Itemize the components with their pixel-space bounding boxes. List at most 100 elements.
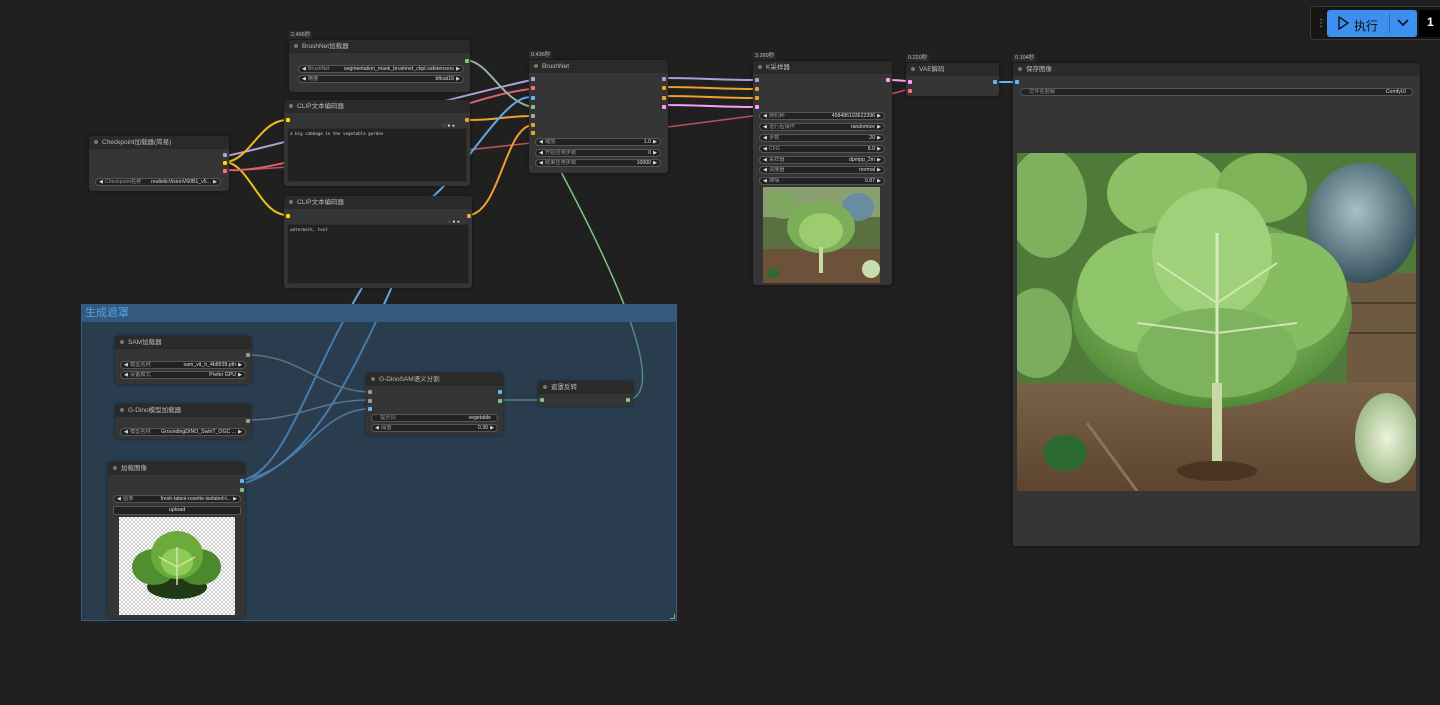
arrow-left-icon[interactable]: ◀ (539, 139, 543, 145)
invert-mask-node[interactable]: 遮罩反转 (538, 381, 633, 406)
vae-decode-node[interactable]: VAE解码 (906, 63, 999, 96)
arrow-left-icon[interactable]: ◀ (375, 425, 379, 431)
input-slot[interactable] (531, 105, 535, 109)
node-title[interactable]: G-DinoSAM语义分割 (366, 373, 503, 386)
arrow-left-icon[interactable]: ◀ (124, 429, 128, 435)
collapse-dot-icon[interactable] (758, 65, 762, 69)
output-slot[interactable] (246, 419, 250, 423)
node-title[interactable]: 保存图像 (1013, 63, 1420, 76)
queue-count[interactable]: 1 (1427, 15, 1434, 29)
clip-text-encode-positive-node[interactable]: CLIP文本编码器 ◌ ● ◂ a big cabbage in the veg… (284, 100, 470, 186)
arrow-left-icon[interactable]: ◀ (302, 66, 306, 72)
node-title[interactable]: VAE解码 (906, 63, 999, 76)
arrow-left-icon[interactable]: ◀ (763, 113, 767, 119)
input-slot[interactable] (531, 77, 535, 81)
arrow-left-icon[interactable]: ◀ (124, 372, 128, 378)
group-resize-handle[interactable] (670, 614, 675, 619)
arrow-right-icon[interactable]: ▶ (877, 124, 881, 130)
arrow-left-icon[interactable]: ◀ (117, 496, 121, 502)
arrow-right-icon[interactable]: ▶ (653, 150, 657, 156)
output-slot[interactable] (886, 78, 890, 82)
input-slot[interactable] (755, 78, 759, 82)
output-slot[interactable] (223, 161, 227, 165)
input-slot[interactable] (908, 89, 912, 93)
output-slot[interactable] (240, 488, 244, 492)
node-title[interactable]: 加载图像 (108, 462, 245, 475)
collapse-dot-icon[interactable] (371, 377, 375, 381)
output-slot[interactable] (467, 214, 471, 218)
arrow-right-icon[interactable]: ▶ (653, 160, 657, 166)
arrow-left-icon[interactable]: ◀ (763, 135, 767, 141)
output-slot[interactable] (662, 86, 666, 90)
arrow-right-icon[interactable]: ▶ (490, 425, 494, 431)
collapse-dot-icon[interactable] (911, 67, 915, 71)
input-slot[interactable] (755, 96, 759, 100)
clip-text-encode-negative-node[interactable]: CLIP文本编码器 ◌ ● ◂ watermark, text (284, 196, 472, 288)
chevron-down-icon[interactable] (1396, 17, 1410, 29)
arrow-right-icon[interactable]: ▶ (877, 135, 881, 141)
group-title[interactable]: 生成遮罩 (82, 305, 676, 322)
node-title[interactable]: Checkpoint加载器(简易) (89, 136, 229, 149)
output-slot[interactable] (626, 398, 630, 402)
arrow-right-icon[interactable]: ▶ (238, 372, 242, 378)
collapse-dot-icon[interactable] (543, 385, 547, 389)
arrow-left-icon[interactable]: ◀ (763, 178, 767, 184)
output-slot[interactable] (465, 59, 469, 63)
input-slot[interactable] (368, 407, 372, 411)
text-widget-icons[interactable]: ◌ ● ◂ (448, 219, 460, 225)
output-slot[interactable] (662, 96, 666, 100)
input-slot[interactable] (755, 87, 759, 91)
arrow-left-icon[interactable]: ◀ (539, 160, 543, 166)
collapse-dot-icon[interactable] (534, 64, 538, 68)
output-slot[interactable] (246, 353, 250, 357)
node-title[interactable]: CLIP文本编码器 (284, 196, 472, 209)
input-slot[interactable] (368, 399, 372, 403)
arrow-right-icon[interactable]: ▶ (238, 429, 242, 435)
node-title[interactable]: BrushNet加载器 (289, 40, 470, 53)
prompt-textarea[interactable]: a big cabbage in the vegetable garden (287, 128, 467, 182)
collapse-dot-icon[interactable] (289, 200, 293, 204)
output-slot[interactable] (240, 479, 244, 483)
output-slot[interactable] (993, 80, 997, 84)
grip-dots-icon[interactable]: ⋮ (1316, 18, 1326, 29)
collapse-dot-icon[interactable] (113, 466, 117, 470)
node-title[interactable]: K采样器 (753, 61, 892, 74)
arrow-right-icon[interactable]: ▶ (456, 76, 460, 82)
collapse-dot-icon[interactable] (120, 340, 124, 344)
input-slot[interactable] (286, 214, 290, 218)
input-slot[interactable] (368, 390, 372, 394)
arrow-left-icon[interactable]: ◀ (302, 76, 306, 82)
arrow-right-icon[interactable]: ▶ (877, 113, 881, 119)
collapse-dot-icon[interactable] (94, 140, 98, 144)
node-title[interactable]: BrushNet (529, 60, 668, 73)
collapse-dot-icon[interactable] (120, 408, 124, 412)
arrow-right-icon[interactable]: ▶ (877, 157, 881, 163)
arrow-right-icon[interactable]: ▶ (456, 66, 460, 72)
arrow-left-icon[interactable]: ◀ (539, 150, 543, 156)
input-slot[interactable] (286, 118, 290, 122)
node-title[interactable]: G-Dino模型加载器 (115, 404, 251, 417)
arrow-left-icon[interactable]: ◀ (124, 362, 128, 368)
